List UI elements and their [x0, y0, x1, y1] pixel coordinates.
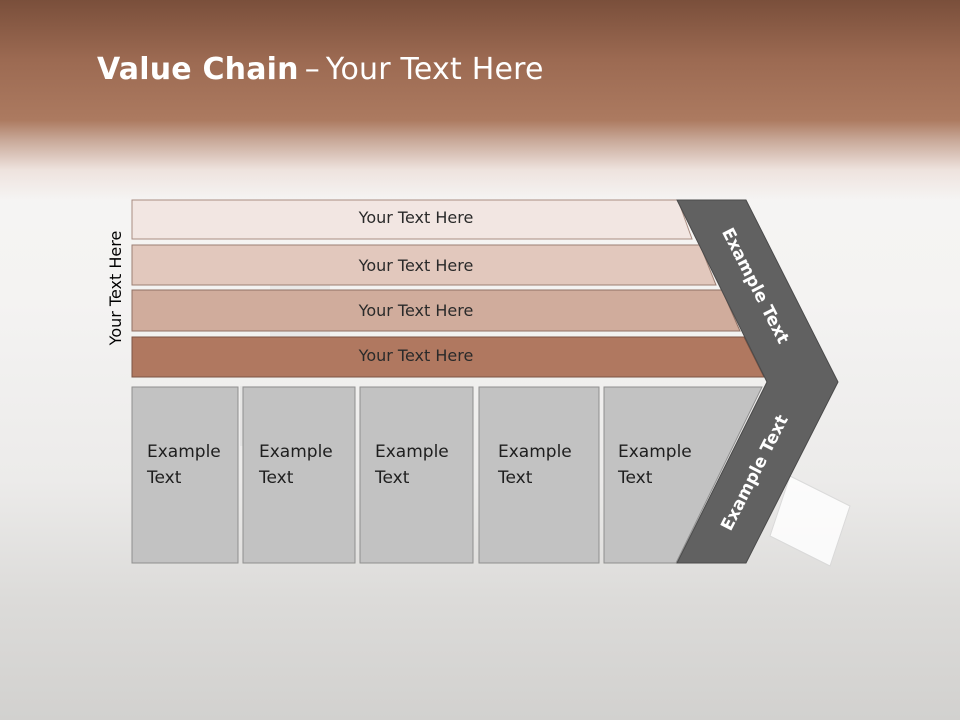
- box-5-line2: Text: [618, 468, 653, 488]
- box-2-line2: Text: [259, 468, 294, 488]
- row-label-3: Your Text Here: [358, 301, 474, 320]
- row-label-1: Your Text Here: [358, 208, 474, 227]
- box-1-line1: Example: [147, 442, 221, 462]
- box-label-5: Example Text: [618, 439, 718, 491]
- row-label-4: Your Text Here: [358, 346, 474, 365]
- box-4-line2: Text: [498, 468, 533, 488]
- row-band-1: [131, 199, 693, 240]
- box-2-shape: [242, 386, 356, 564]
- box-5-line1: Example: [618, 442, 692, 462]
- box-3-line1: Example: [375, 442, 449, 462]
- title-separator: –: [304, 52, 320, 87]
- box-label-4: Example Text: [498, 439, 598, 491]
- header-banner: [0, 0, 960, 200]
- box-label-3: Example Text: [375, 439, 475, 491]
- chevron-shape: [676, 199, 839, 564]
- box-4-shape: [478, 386, 600, 564]
- box-label-2: Example Text: [259, 439, 359, 491]
- slide-title: Value Chain–Your Text Here: [97, 52, 544, 87]
- title-bold: Value Chain: [97, 52, 299, 87]
- box-label-1: Example Text: [147, 439, 247, 491]
- row-band-3: [131, 289, 741, 332]
- box-5-shape: [603, 386, 763, 564]
- box-2-line1: Example: [259, 442, 333, 462]
- row-band-2: [131, 244, 717, 286]
- box-3-shape: [359, 386, 474, 564]
- row-label-2: Your Text Here: [358, 256, 474, 275]
- box-4-line1: Example: [498, 442, 572, 462]
- title-rest: Your Text Here: [325, 52, 544, 87]
- box-1-line2: Text: [147, 468, 182, 488]
- box-3-line2: Text: [375, 468, 410, 488]
- box-1-shape: [131, 386, 239, 564]
